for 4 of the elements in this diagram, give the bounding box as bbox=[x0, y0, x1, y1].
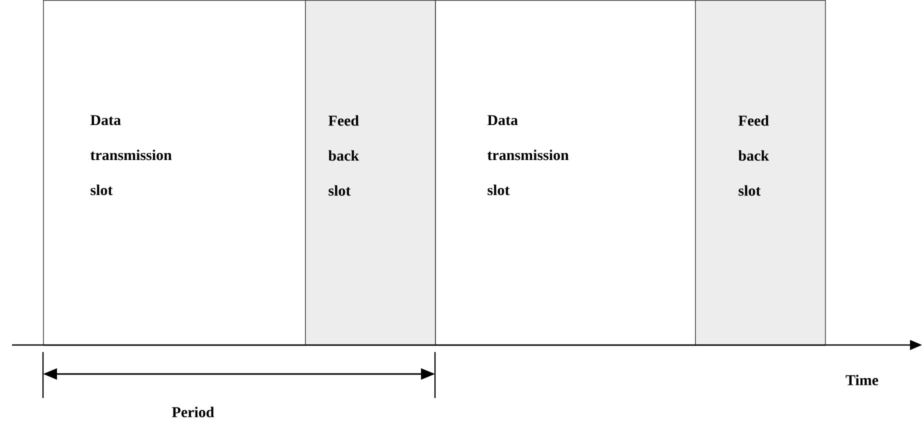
feedback-slot-box: Feed back slot bbox=[695, 0, 826, 346]
dimension-label: Period bbox=[172, 406, 214, 418]
axis-label: Time bbox=[846, 374, 878, 386]
feedback-slot-box: Feed back slot bbox=[305, 0, 436, 346]
